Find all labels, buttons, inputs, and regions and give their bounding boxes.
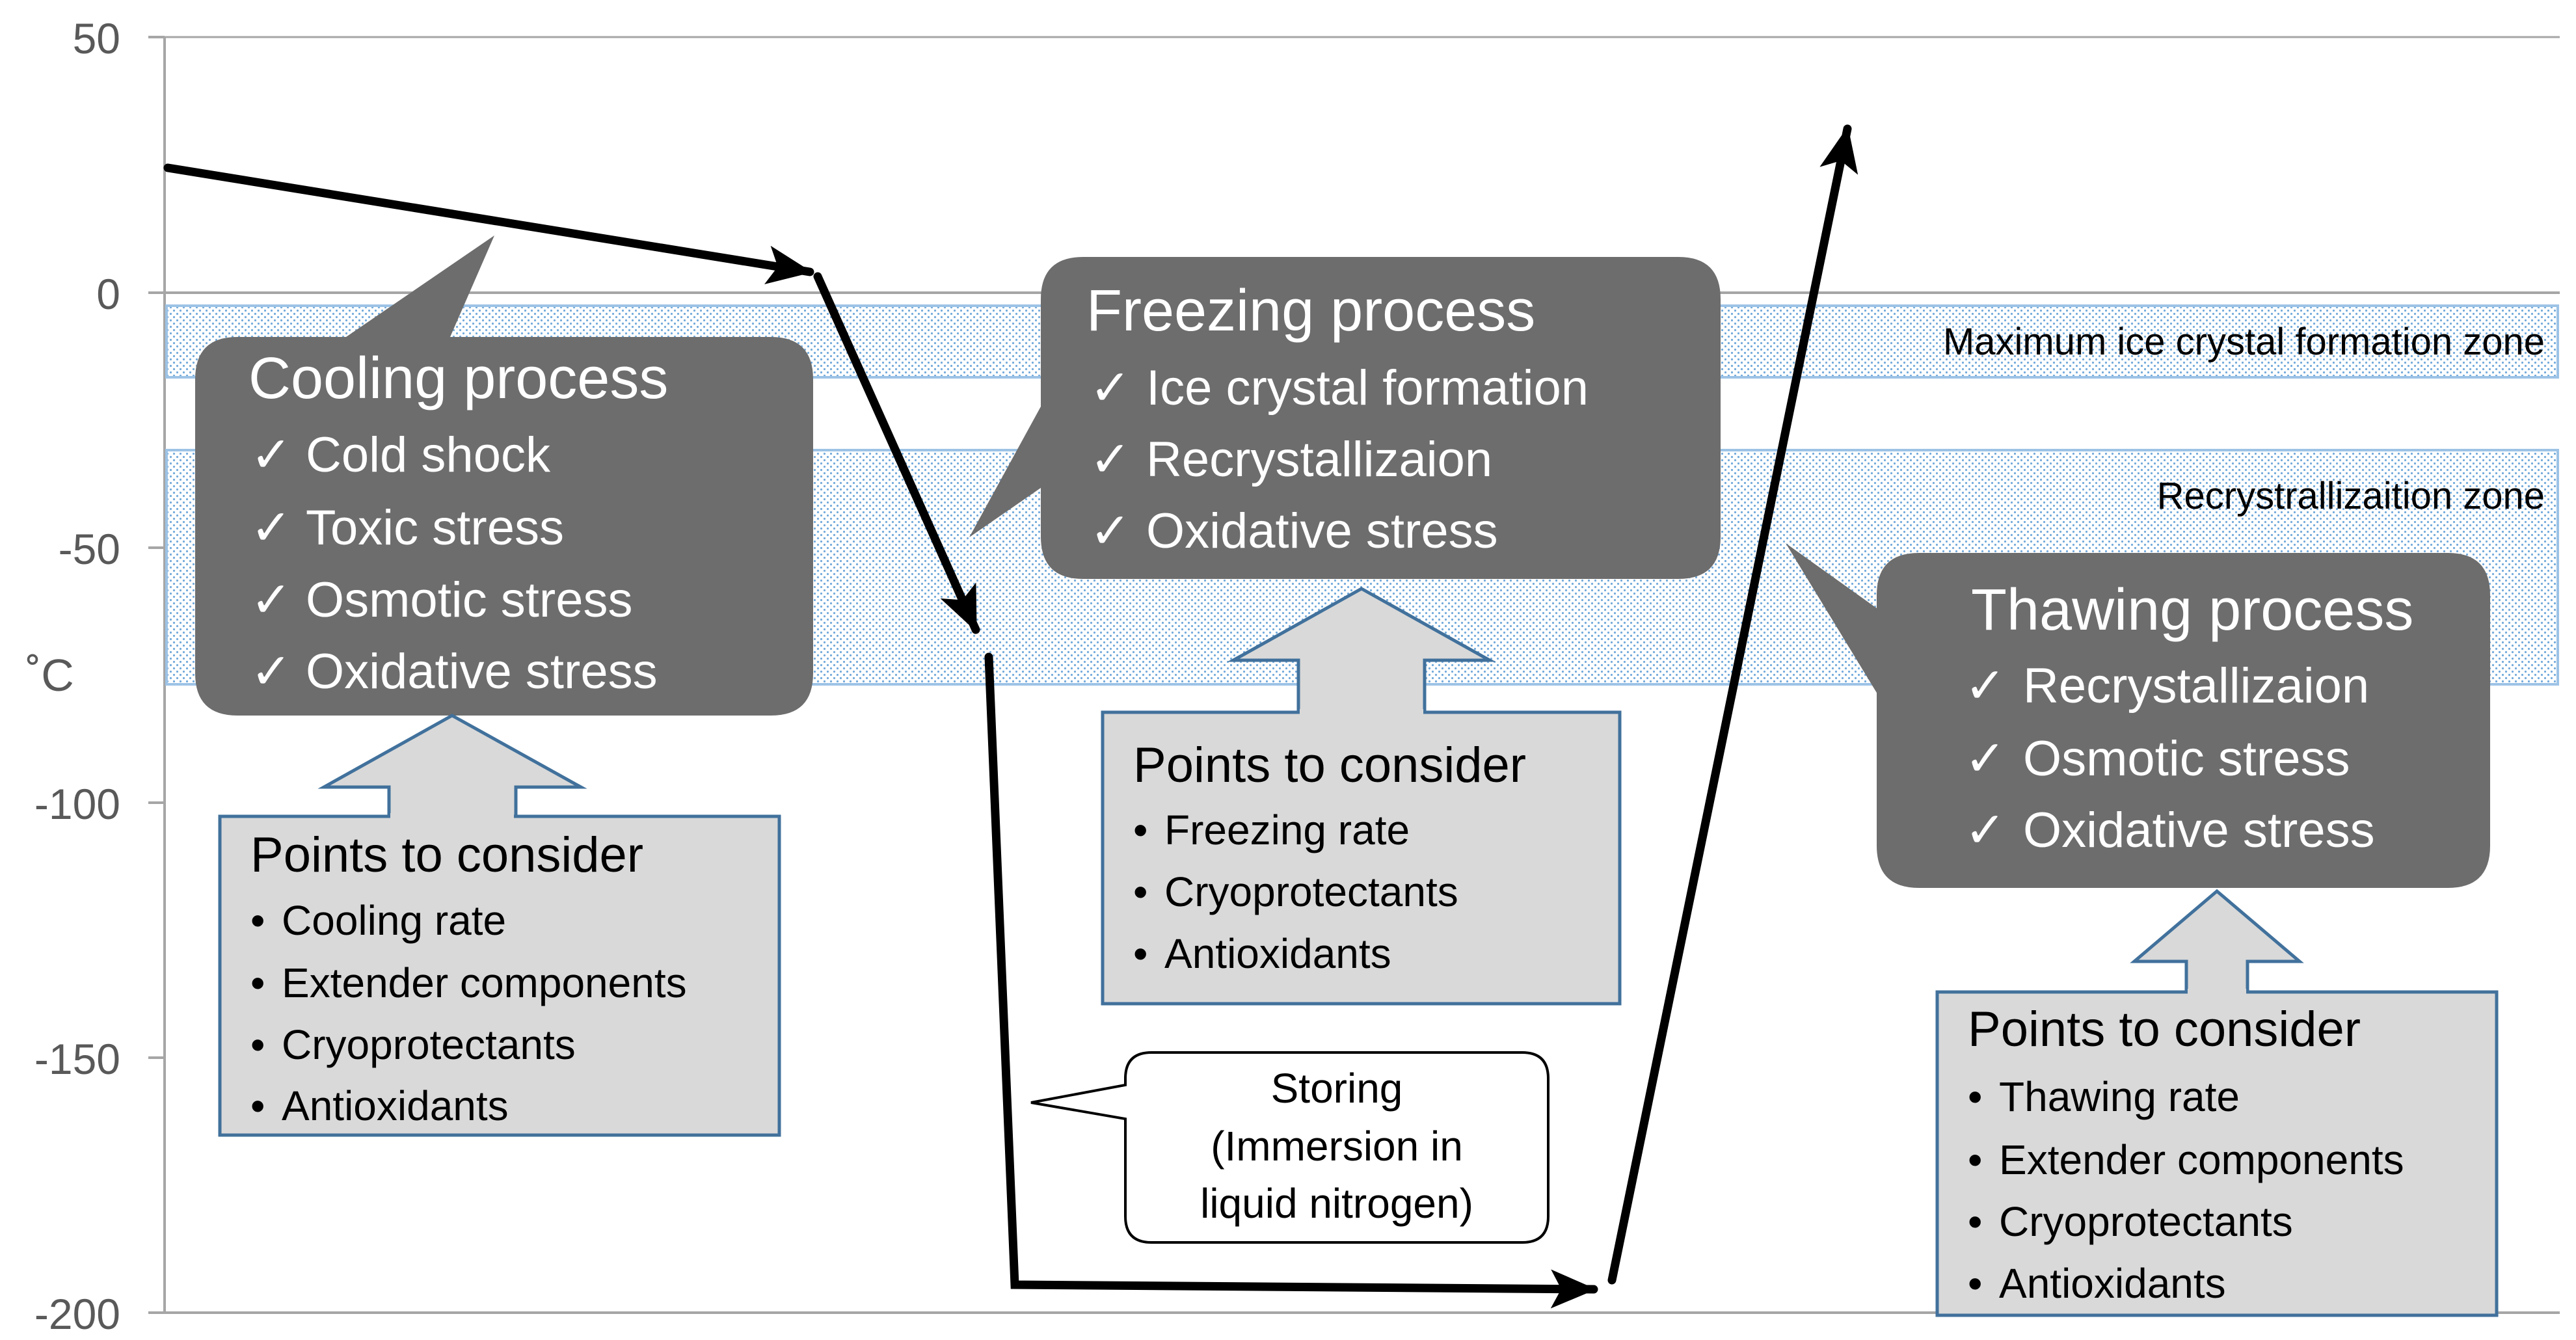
y-axis-unit-label: ˚C — [26, 650, 74, 701]
thawing-item: Recrystallizaion — [2023, 658, 2369, 714]
freezing-arrow-lower — [984, 652, 1598, 1309]
cooling-item: Toxic stress — [306, 500, 564, 556]
check-icon: ✓ — [1965, 803, 2006, 858]
cooling-arrow — [163, 163, 814, 285]
bullet-icon: • — [1133, 930, 1147, 977]
consider-item: Cryoprotectants — [282, 1021, 576, 1068]
cooling-item: Osmotic stress — [306, 572, 633, 628]
ice-crystal-zone-label: Maximum ice crystal formation zone — [1943, 321, 2545, 363]
cooling-considerations: Points to consider • Cooling rate • Exte… — [218, 714, 781, 1137]
check-icon: ✓ — [1965, 658, 2006, 714]
up-arrow-shape — [2130, 889, 2304, 994]
bullet-icon: • — [1133, 807, 1147, 853]
bullet-icon: • — [250, 959, 265, 1006]
cooling-process-callout: Cooling process ✓ Cold shock ✓ Toxic str… — [195, 235, 813, 716]
check-icon: ✓ — [250, 500, 292, 556]
storing-callout: Storing (Immersion in liquid nitrogen) — [1030, 1051, 1550, 1244]
temperature-path — [163, 124, 1858, 1309]
bullet-icon: • — [1133, 868, 1147, 915]
consider-item: Cooling rate — [282, 897, 506, 944]
thawing-arrow — [1607, 124, 1858, 1285]
consider-item: Thawing rate — [1999, 1073, 2240, 1120]
freezing-process-title: Freezing process — [1086, 278, 1535, 343]
freezing-item: Oxidative stress — [1146, 503, 1498, 559]
check-icon: ✓ — [1090, 360, 1131, 416]
thawing-process-title: Thawing process — [1971, 578, 2413, 643]
freezing-process-callout: Freezing process ✓ Ice crystal formation… — [969, 257, 1721, 579]
up-arrow-shape — [317, 714, 587, 818]
bullet-icon: • — [250, 897, 265, 944]
consider-box — [1101, 710, 1622, 1006]
thawing-item: Osmotic stress — [2023, 731, 2350, 786]
recrystallization-zone-label: Recrystrallizaition zone — [2157, 475, 2545, 517]
y-tick-label: -150 — [34, 1035, 120, 1083]
consider-item: Cryoprotectants — [1999, 1198, 2293, 1245]
bullet-icon: • — [1968, 1136, 1982, 1183]
bullet-icon: • — [1968, 1198, 1982, 1245]
consider-title: Points to consider — [250, 827, 643, 883]
y-tick-label: 0 — [96, 270, 120, 318]
bullet-icon: • — [1968, 1260, 1982, 1307]
y-tick-label: -100 — [34, 780, 120, 828]
cooling-item: Cold shock — [306, 427, 551, 483]
y-tick-label: -50 — [59, 525, 120, 573]
check-icon: ✓ — [250, 572, 292, 628]
freezing-arrow-upper — [813, 272, 980, 634]
consider-item: Extender components — [282, 959, 687, 1006]
thawing-considerations: Points to consider • Thawing rate • Exte… — [1935, 889, 2499, 1317]
storing-detail: liquid nitrogen) — [1200, 1180, 1473, 1227]
consider-item: Extender components — [1999, 1136, 2404, 1183]
check-icon: ✓ — [250, 427, 292, 483]
bullet-icon: • — [250, 1021, 265, 1068]
consider-title: Points to consider — [1968, 1002, 2361, 1057]
consider-item: Antioxidants — [282, 1082, 509, 1129]
check-icon: ✓ — [1090, 432, 1131, 487]
consider-box — [1935, 990, 2499, 1317]
thawing-process-callout: Thawing process ✓ Recrystallizaion ✓ Osm… — [1786, 543, 2490, 888]
consider-box — [218, 814, 781, 1137]
freezing-item: Ice crystal formation — [1146, 360, 1589, 416]
axes: 50 0 -50 -100 -150 -200 ˚C — [26, 14, 2560, 1338]
consider-title: Points to consider — [1133, 738, 1526, 793]
consider-item: Antioxidants — [1164, 930, 1391, 977]
consider-item: Freezing rate — [1164, 807, 1410, 853]
storing-detail: (Immersion in — [1211, 1123, 1463, 1170]
bullet-icon: • — [1968, 1073, 1982, 1120]
cooling-process-title: Cooling process — [248, 346, 668, 411]
freezing-item: Recrystallizaion — [1146, 432, 1492, 487]
freezing-considerations: Points to consider • Freezing rate • Cry… — [1101, 587, 1622, 1006]
check-icon: ✓ — [250, 644, 292, 699]
consider-item: Cryoprotectants — [1164, 868, 1458, 915]
bullet-icon: • — [250, 1082, 265, 1129]
y-tick-label: 50 — [73, 14, 120, 62]
thawing-item: Oxidative stress — [2023, 803, 2375, 858]
storing-title: Storing — [1271, 1065, 1403, 1112]
consider-item: Antioxidants — [1999, 1260, 2226, 1307]
check-icon: ✓ — [1090, 503, 1131, 559]
y-tick-label: -200 — [34, 1290, 120, 1338]
check-icon: ✓ — [1965, 731, 2006, 786]
cooling-item: Oxidative stress — [306, 644, 658, 699]
